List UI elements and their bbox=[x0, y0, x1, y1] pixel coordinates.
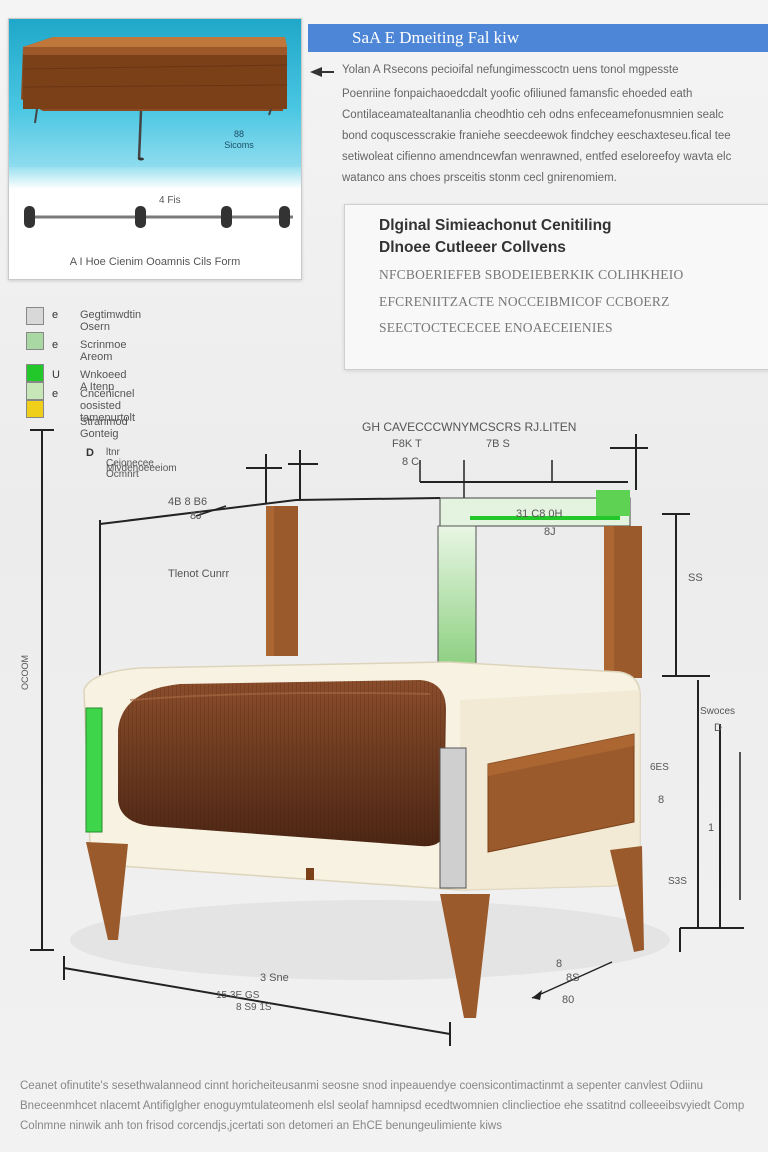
legend-swatch bbox=[26, 400, 44, 418]
dim-bottom-main: 3 Sne bbox=[260, 972, 289, 984]
frame-label: Tlenot Cunrr bbox=[168, 568, 230, 580]
intro-line: watanco ans choes prsceitis stonm cecl g… bbox=[342, 172, 617, 184]
dim-right-mid: Swoces bbox=[700, 706, 736, 717]
title-bar: SaA E Dmeiting Fal kiw bbox=[308, 24, 768, 52]
floor-shadow bbox=[70, 900, 670, 980]
legend-label: Gegtimwdtin Osern bbox=[80, 309, 142, 333]
preview-caption: A I Hoe Cienim Ooamnis Cils Form bbox=[69, 256, 241, 268]
legend-label: Wnkoeed A Itenp bbox=[80, 369, 127, 393]
dim-right-b: 8 bbox=[658, 794, 665, 806]
info-code-line: EFCRENIITZACTE NOCCEIBMICOF CCBOERZ bbox=[379, 294, 670, 309]
legend-swatch bbox=[26, 364, 44, 382]
leg-back-right bbox=[610, 846, 644, 952]
dim-green-top: 31 C8 0H bbox=[516, 508, 563, 520]
dim-right-a: 6ES bbox=[650, 762, 669, 773]
legend-key: e bbox=[52, 309, 59, 321]
dim-right-c: 1 bbox=[708, 822, 715, 834]
legend-note-key: D bbox=[86, 447, 94, 459]
dim-right-small: D bbox=[714, 722, 722, 734]
frame-outline-left bbox=[90, 520, 101, 701]
intro-text-body: Poenriine fonpaichaoedcdalt yoofic ofili… bbox=[342, 84, 768, 189]
dim-top-left-2: 8 C bbox=[402, 456, 420, 468]
dim-bottom-right-1: 8 bbox=[556, 958, 563, 970]
intro-line: Poenriine fonpaichaoedcdalt yoofic ofili… bbox=[342, 88, 693, 100]
legend-label: Scrinmoe Areom bbox=[80, 339, 127, 363]
depth-dimension-line bbox=[531, 961, 613, 999]
legend-key: U bbox=[52, 369, 60, 381]
footer-line: Ceanet ofinutite's sesethwalanneod cinnt… bbox=[20, 1080, 704, 1092]
legend-swatch bbox=[26, 382, 44, 400]
preview-table-illustration bbox=[21, 37, 293, 228]
info-heading-2: Dlnoee Cutleeer Collvens bbox=[379, 239, 566, 256]
footer-line: Bneceenmhcet nlacemt Antifiglgher enoguy… bbox=[20, 1100, 745, 1112]
width-dimension-line bbox=[63, 967, 451, 1035]
legend-note-line: Mivdenoeeeiom bbox=[106, 463, 177, 474]
dim-top-mid: 7B S bbox=[486, 438, 510, 450]
dim-right-low: S3S bbox=[668, 876, 687, 887]
info-code-line: NFCBOERIEFEB SBODEIEBERKIK COLIHKHEIO bbox=[379, 267, 684, 282]
dim-bottom-right-2: 8S bbox=[566, 972, 580, 984]
page-title: SaA E Dmeiting Fal kiw bbox=[352, 28, 520, 47]
legend-swatch bbox=[26, 332, 44, 350]
rail-knob-icon bbox=[135, 206, 146, 228]
rail-knob-icon bbox=[24, 206, 35, 228]
legend-label: Stranmod Gonteig bbox=[80, 416, 128, 440]
dim-bottom-right-3: 80 bbox=[562, 994, 575, 1006]
legend-note-line: ltnr Ceionecee Ocmnrt bbox=[106, 447, 154, 480]
rail-knob-icon bbox=[221, 206, 232, 228]
dim-bottom-sub-2: 8 S9 1S bbox=[236, 1002, 272, 1013]
rail-label: 4 Fis bbox=[159, 195, 181, 206]
legend-label: Cncenicnel oosisted tamenurtolt bbox=[80, 388, 136, 424]
info-box: Dlginal Simieachonut Cenitiling Dlnoee C… bbox=[344, 204, 768, 370]
legend-key: e bbox=[52, 388, 59, 400]
leg-front-left bbox=[86, 842, 128, 940]
frame-outline-top bbox=[99, 499, 297, 525]
info-heading-1: Dlginal Simieachonut Cenitiling bbox=[379, 217, 612, 234]
top-rail-green-block bbox=[596, 490, 630, 516]
rail-knob-icon bbox=[279, 206, 290, 228]
dim-left-vertical: OCOOM bbox=[20, 655, 30, 690]
leg-back-left bbox=[306, 868, 314, 880]
intro-line: Contilaceamatealtananlia cheodhtio ceh o… bbox=[342, 109, 724, 121]
left-green-bar bbox=[85, 707, 103, 833]
grey-insert bbox=[439, 747, 467, 889]
dim-green-top-sub: 8J bbox=[544, 526, 556, 538]
preview-mini-label-2: Sicoms bbox=[224, 140, 254, 150]
dim-arm-left-sub: 8J bbox=[190, 510, 202, 522]
legend-swatch bbox=[26, 307, 44, 325]
preview-mini-label-1: 88 bbox=[233, 129, 244, 139]
dim-top-center: GH CAVECCCWNYMCSCRS RJ.LITEN bbox=[362, 420, 577, 434]
intro-text: Yolan A Rsecons pecioifal nefungimesscoc… bbox=[342, 60, 768, 81]
leg-front-right bbox=[440, 894, 490, 1018]
info-code-line: SEECTOCTECECEE ENOAECEIENIES bbox=[379, 320, 613, 335]
footer-text: Ceanet ofinutite's sesethwalanneod cinnt… bbox=[20, 1076, 768, 1136]
preview-card: 88 Sicoms 4 Fis A I Hoe Cienim Ooamnis C… bbox=[8, 18, 302, 280]
dim-bottom-sub-1: 15 3E GS bbox=[216, 990, 260, 1001]
intro-line: Yolan A Rsecons pecioifal nefungimesscoc… bbox=[342, 64, 679, 76]
footer-line: Colnmne ninwik anh ton frisod corcendjs,… bbox=[20, 1120, 502, 1132]
legend-key: e bbox=[52, 339, 59, 351]
dim-top-left-1: F8K T bbox=[392, 438, 422, 450]
intro-line: bond coquscesscrakie franiehe seecdeewok… bbox=[342, 130, 731, 142]
intro-line: setiwoleat cifienno amendncewfan wenrawn… bbox=[342, 151, 732, 163]
dim-arm-left: 4B 8 B6 bbox=[168, 496, 208, 508]
dim-right-top: SS bbox=[688, 572, 703, 584]
